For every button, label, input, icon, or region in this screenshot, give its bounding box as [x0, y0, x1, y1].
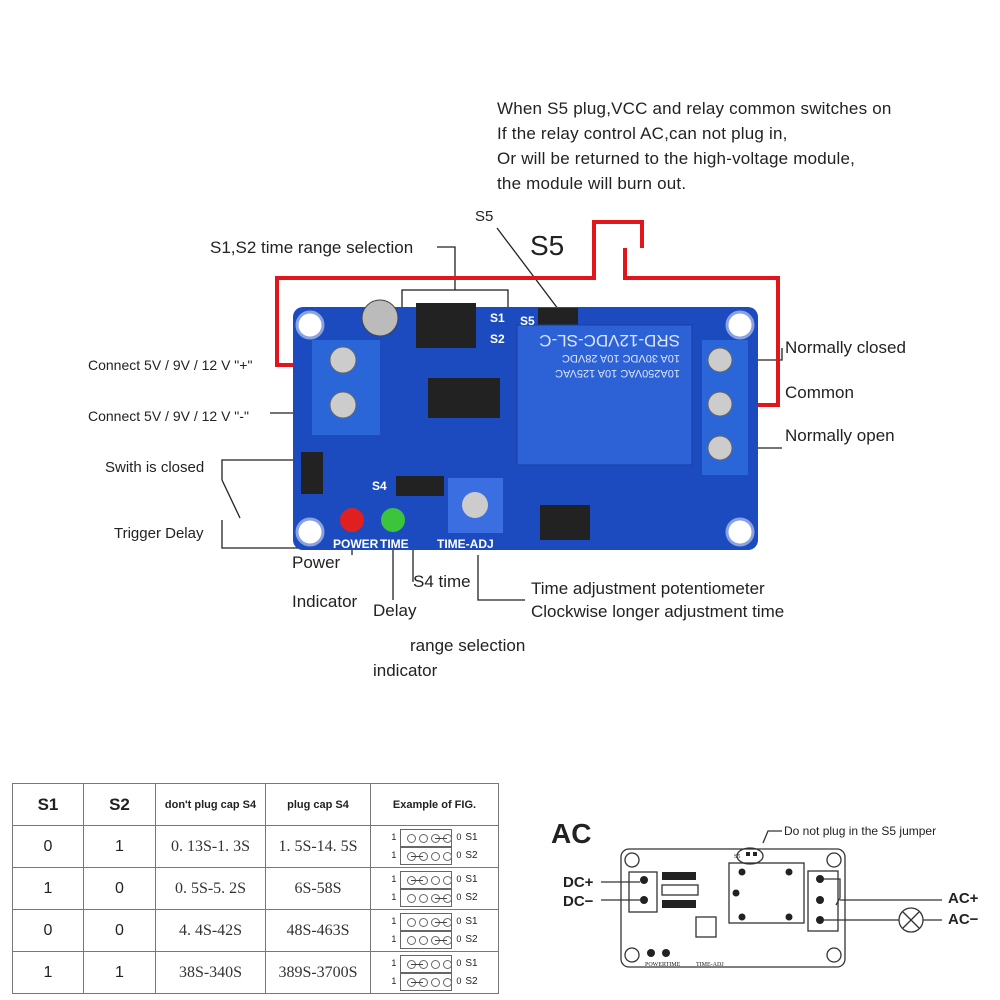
note-line: If the relay control AC,can not plug in,	[497, 124, 788, 143]
table-header-row: S1 S2 don't plug cap S4 plug cap S4 Exam…	[12, 783, 499, 826]
pot-label-2: Clockwise longer adjustment time	[531, 602, 785, 621]
ac-plus-label: AC+	[948, 890, 979, 907]
cell-cap: 48S-463S	[265, 909, 371, 952]
s1-s2-label: S1,S2 time range selection	[210, 238, 414, 257]
power-label: Power	[292, 553, 341, 572]
common-label: Common	[785, 383, 854, 402]
relay-rating-text: 10A 30VDC 10A 28VDC	[562, 352, 680, 364]
dc-minus-label: DC−	[563, 893, 594, 910]
cell-s1: 0	[12, 825, 84, 868]
connect-minus-label: Connect 5V / 9V / 12 V "-"	[88, 408, 249, 424]
header-cap: plug cap S4	[265, 783, 371, 826]
normally-open-label: Normally open	[785, 426, 895, 445]
cell-cap: 1. 5S-14. 5S	[265, 825, 371, 868]
ic-chip	[428, 378, 500, 418]
silk-time: TIME	[380, 537, 409, 551]
red-wire	[275, 220, 780, 407]
silk-s1: S1	[490, 311, 505, 325]
time-range-table: S1 S2 don't plug cap S4 plug cap S4 Exam…	[12, 783, 499, 994]
indicator-label: Indicator	[292, 592, 358, 611]
s4-time-label: S4 time	[413, 572, 471, 591]
cell-s1: 0	[12, 909, 84, 952]
relay-rating-text: 10A250VAC 10A 125VAC	[555, 367, 680, 379]
trigger-header	[301, 452, 323, 494]
s5-jumper-note: Do not plug in the S5 jumper	[784, 824, 937, 838]
silk-s5: S5	[520, 314, 535, 328]
cell-cap: 389S-3700S	[265, 951, 371, 994]
ac-title: AC	[551, 818, 592, 849]
cell-s2: 1	[83, 951, 156, 994]
power-led	[340, 508, 364, 532]
range-selection-label: range selection	[410, 636, 526, 655]
silk-time-adj: TIME-ADJ	[437, 537, 494, 551]
silk-s2: S2	[490, 332, 505, 346]
ac-minus-label: AC−	[948, 911, 979, 928]
cell-no-cap: 38S-340S	[155, 951, 266, 994]
header-fig: Example of FIG.	[370, 783, 499, 826]
s1-s2-jumpers	[416, 303, 476, 348]
connect-plus-label: Connect 5V / 9V / 12 V "+"	[88, 357, 253, 373]
cell-no-cap: 4. 4S-42S	[155, 909, 266, 952]
switch-closed-label: Swith is closed	[105, 459, 205, 476]
cell-s2: 1	[83, 825, 156, 868]
header-s2: S2	[83, 783, 156, 826]
cell-s1: 1	[12, 867, 84, 910]
cell-cap: 6S-58S	[265, 867, 371, 910]
cell-no-cap: 0. 5S-5. 2S	[155, 867, 266, 910]
cell-s1: 1	[12, 951, 84, 994]
indicator-label-2: indicator	[373, 661, 438, 680]
s5-warning-note: When S5 plug,VCC and relay common switch…	[497, 96, 892, 196]
header-s1: S1	[12, 783, 84, 826]
cell-no-cap: 0. 13S-1. 3S	[155, 825, 266, 868]
optocoupler	[540, 505, 590, 540]
note-line: When S5 plug,VCC and relay common switch…	[497, 99, 892, 118]
trigger-delay-label: Trigger Delay	[114, 525, 204, 542]
silk-power: POWER	[333, 537, 379, 551]
note-line: Or will be returned to the high-voltage …	[497, 149, 856, 168]
silk-s4: S4	[372, 479, 387, 493]
cell-s2: 0	[83, 867, 156, 910]
pot-label-1: Time adjustment potentiometer	[531, 579, 765, 598]
note-line: the module will burn out.	[497, 174, 687, 193]
delay-label: Delay	[373, 601, 417, 620]
s4-jumper	[396, 476, 444, 496]
s5-pointer-label: S5	[475, 208, 494, 225]
time-led	[381, 508, 405, 532]
s5-big-label: S5	[530, 230, 565, 261]
header-no-cap: don't plug cap S4	[155, 783, 266, 826]
normally-closed-label: Normally closed	[785, 338, 906, 357]
relay-model-text: SRD-12VDC-SL-C	[539, 331, 680, 350]
dc-plus-label: DC+	[563, 874, 594, 891]
cell-s2: 0	[83, 909, 156, 952]
relay	[516, 324, 693, 466]
